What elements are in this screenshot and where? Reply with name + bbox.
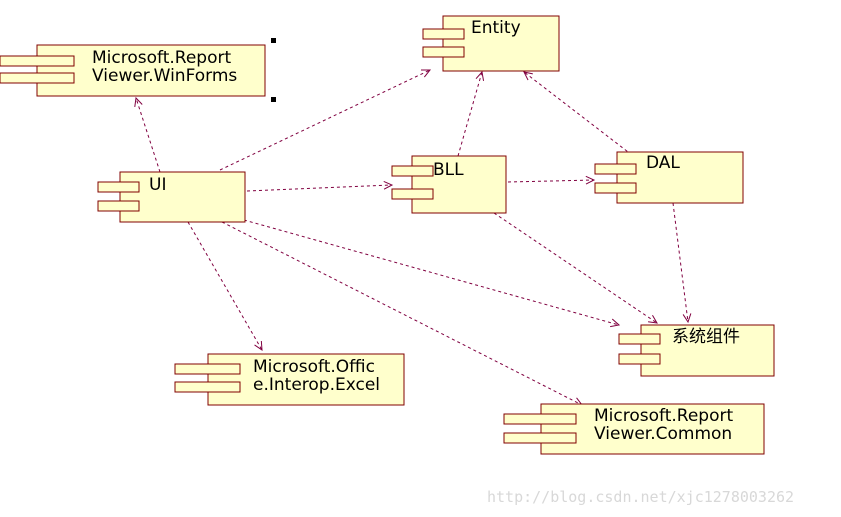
component-label-line: e.Interop.Excel [253,375,380,395]
component-tab-2 [618,353,661,365]
selection-handle-top-right[interactable] [271,38,276,43]
dependency-line [221,221,583,406]
dependency-ui-to-system_components[interactable] [243,219,621,328]
dependency-ui-to-office_excel[interactable] [187,221,263,351]
component-tab-2 [97,200,140,212]
selection-handles [271,38,276,102]
dependency-bll-to-entity[interactable] [457,70,485,157]
component-body [207,353,405,406]
dependency-line [523,71,633,156]
component-tab-2 [0,72,75,84]
component-tab-2 [422,46,465,58]
component-body [616,151,744,204]
dependency-ui-to-bll[interactable] [246,180,394,192]
dependency-arrowhead [610,318,621,328]
component-label-line: Microsoft.Offic [253,357,375,377]
dependency-arrowhead [134,96,143,107]
component-body [442,15,560,72]
component-tab-2 [594,182,637,194]
component-body [119,171,246,223]
dependency-line [135,97,161,173]
component-label-line: Entity [471,18,521,38]
component-entity[interactable]: Entity [422,15,560,72]
component-label-line: UI [149,175,166,195]
watermark-text: http://blog.csdn.net/xjc1278003262 [487,488,794,506]
component-tab-1 [97,181,140,193]
component-body [36,44,266,97]
component-label-line: Microsoft.Report [594,406,733,426]
component-ui[interactable]: UI [97,171,246,223]
dependency-arrowhead [523,71,533,81]
dependency-line [187,221,263,351]
component-label-line: DAL [646,153,680,173]
component-tab-2 [391,188,434,200]
dependency-line [672,202,689,323]
dependency-bll-to-dal[interactable] [507,175,596,185]
component-layer: EntityMicrosoft.ReportViewer.WinFormsUIB… [0,15,775,455]
component-label-line: Microsoft.Report [92,48,231,68]
dependency-arrowhead [682,313,692,324]
component-label-line: BLL [433,160,464,180]
component-body [540,403,765,455]
dependency-arrowhead [585,175,596,185]
component-tab-1 [174,363,241,375]
dependency-ui-to-report_winforms[interactable] [134,96,161,173]
component-bll[interactable]: BLL [391,155,507,214]
dependency-arrowhead [648,314,658,324]
component-tab-1 [0,55,75,67]
dependency-line [493,212,658,324]
dependency-line [507,179,595,183]
component-dal[interactable]: DAL [594,151,744,204]
dependency-layer [134,69,692,406]
component-tab-2 [503,432,577,444]
component-system-components[interactable]: 系统组件 [618,324,775,377]
dependency-dal-to-entity[interactable] [523,71,633,156]
dependency-arrowhead [475,70,485,81]
component-tab-1 [422,28,465,40]
component-label-line: Viewer.WinForms [92,66,237,86]
dependency-arrowhead [254,340,263,351]
component-tab-1 [391,165,434,177]
component-label-line: 系统组件 [672,327,740,347]
dependency-line [219,69,431,171]
dependency-ui-to-entity[interactable] [219,69,432,171]
dependency-dal-to-system_components[interactable] [672,202,692,324]
component-tab-1 [618,333,661,345]
dependency-line [243,219,620,326]
dependency-arrowhead [383,180,394,190]
dependency-arrowhead [420,69,432,78]
component-body [640,324,775,377]
selection-handle-bottom-right[interactable] [271,97,276,102]
component-tab-1 [594,163,637,175]
component-label-line: Viewer.Common [594,424,732,444]
component-tab-2 [174,381,241,393]
component-tab-1 [503,413,577,425]
dependency-line [246,184,393,192]
dependency-line [457,71,483,157]
dependency-bll-to-system_components[interactable] [493,212,658,324]
